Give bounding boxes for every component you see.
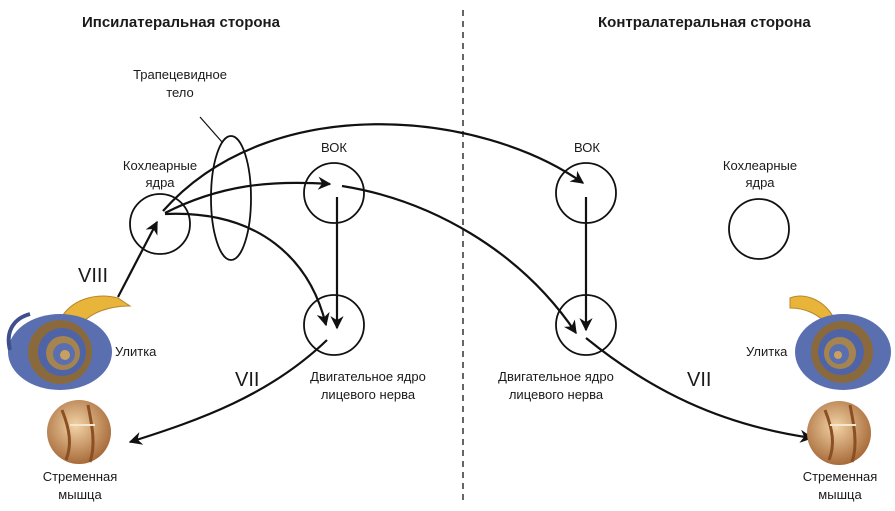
arrow-motor-right-to-stapedius bbox=[585, 337, 814, 443]
stapedius-muscle-icon bbox=[47, 400, 111, 464]
stapedius-muscle-icon bbox=[807, 401, 871, 465]
trapezoid-body bbox=[210, 135, 252, 261]
stapedius-left-label-line2: мышца bbox=[58, 487, 102, 502]
motor-right-label-line2: лицевого нерва bbox=[509, 387, 604, 402]
cochlear-right-label-line2: ядра bbox=[745, 175, 775, 190]
facial-motor-nucleus-left bbox=[303, 294, 365, 356]
contralateral-header: Контралатеральная сторона bbox=[598, 14, 811, 31]
cochlea-right-label: Улитка bbox=[746, 344, 788, 359]
nerve-vii-left-label: VII bbox=[235, 369, 259, 391]
cochlear-left-label-line1: Кохлеарные bbox=[123, 158, 197, 173]
motor-left-label-line1: Двигательное ядро bbox=[310, 369, 426, 384]
stapedius-right-label-line1: Стременная bbox=[803, 469, 878, 484]
vok-right-label: ВОК bbox=[574, 140, 600, 155]
arrow-nucleus-to-motor-left bbox=[164, 212, 330, 327]
motor-left-label-line2: лицевого нерва bbox=[321, 387, 416, 402]
nerve-viii-label: VIII bbox=[78, 265, 108, 287]
trapezoid-label-line1: Трапецевидное bbox=[133, 67, 227, 82]
arrow-cochlea-to-nucleus bbox=[117, 220, 158, 298]
arrow-nucleus-to-vok-right bbox=[162, 123, 585, 212]
cochlea-left-label: Улитка bbox=[115, 344, 157, 359]
arrow-nucleus-to-vok-left bbox=[164, 176, 332, 214]
cochlea-icon bbox=[789, 295, 891, 390]
trapezoid-pointer bbox=[199, 116, 223, 143]
ipsilateral-header: Ипсилатеральная сторона bbox=[82, 14, 281, 31]
arrow-motor-left-to-stapedius bbox=[128, 339, 328, 445]
cochlea-icon bbox=[6, 295, 132, 390]
cochlear-nucleus-right bbox=[728, 198, 790, 260]
trapezoid-label-line2: тело bbox=[166, 85, 194, 100]
stapedius-left-label-line1: Стременная bbox=[43, 469, 118, 484]
vok-left bbox=[303, 162, 365, 224]
cochlear-left-label-line2: ядра bbox=[145, 175, 175, 190]
motor-right-label-line1: Двигательное ядро bbox=[498, 369, 614, 384]
stapedius-right-label-line2: мышца bbox=[818, 487, 862, 502]
cochlear-nucleus-left bbox=[129, 193, 191, 255]
nerve-vii-right-label: VII bbox=[687, 369, 711, 391]
arrow-vok-left-to-motor-right bbox=[341, 184, 577, 335]
cochlear-right-label-line1: Кохлеарные bbox=[723, 158, 797, 173]
vok-left-label: ВОК bbox=[321, 140, 347, 155]
